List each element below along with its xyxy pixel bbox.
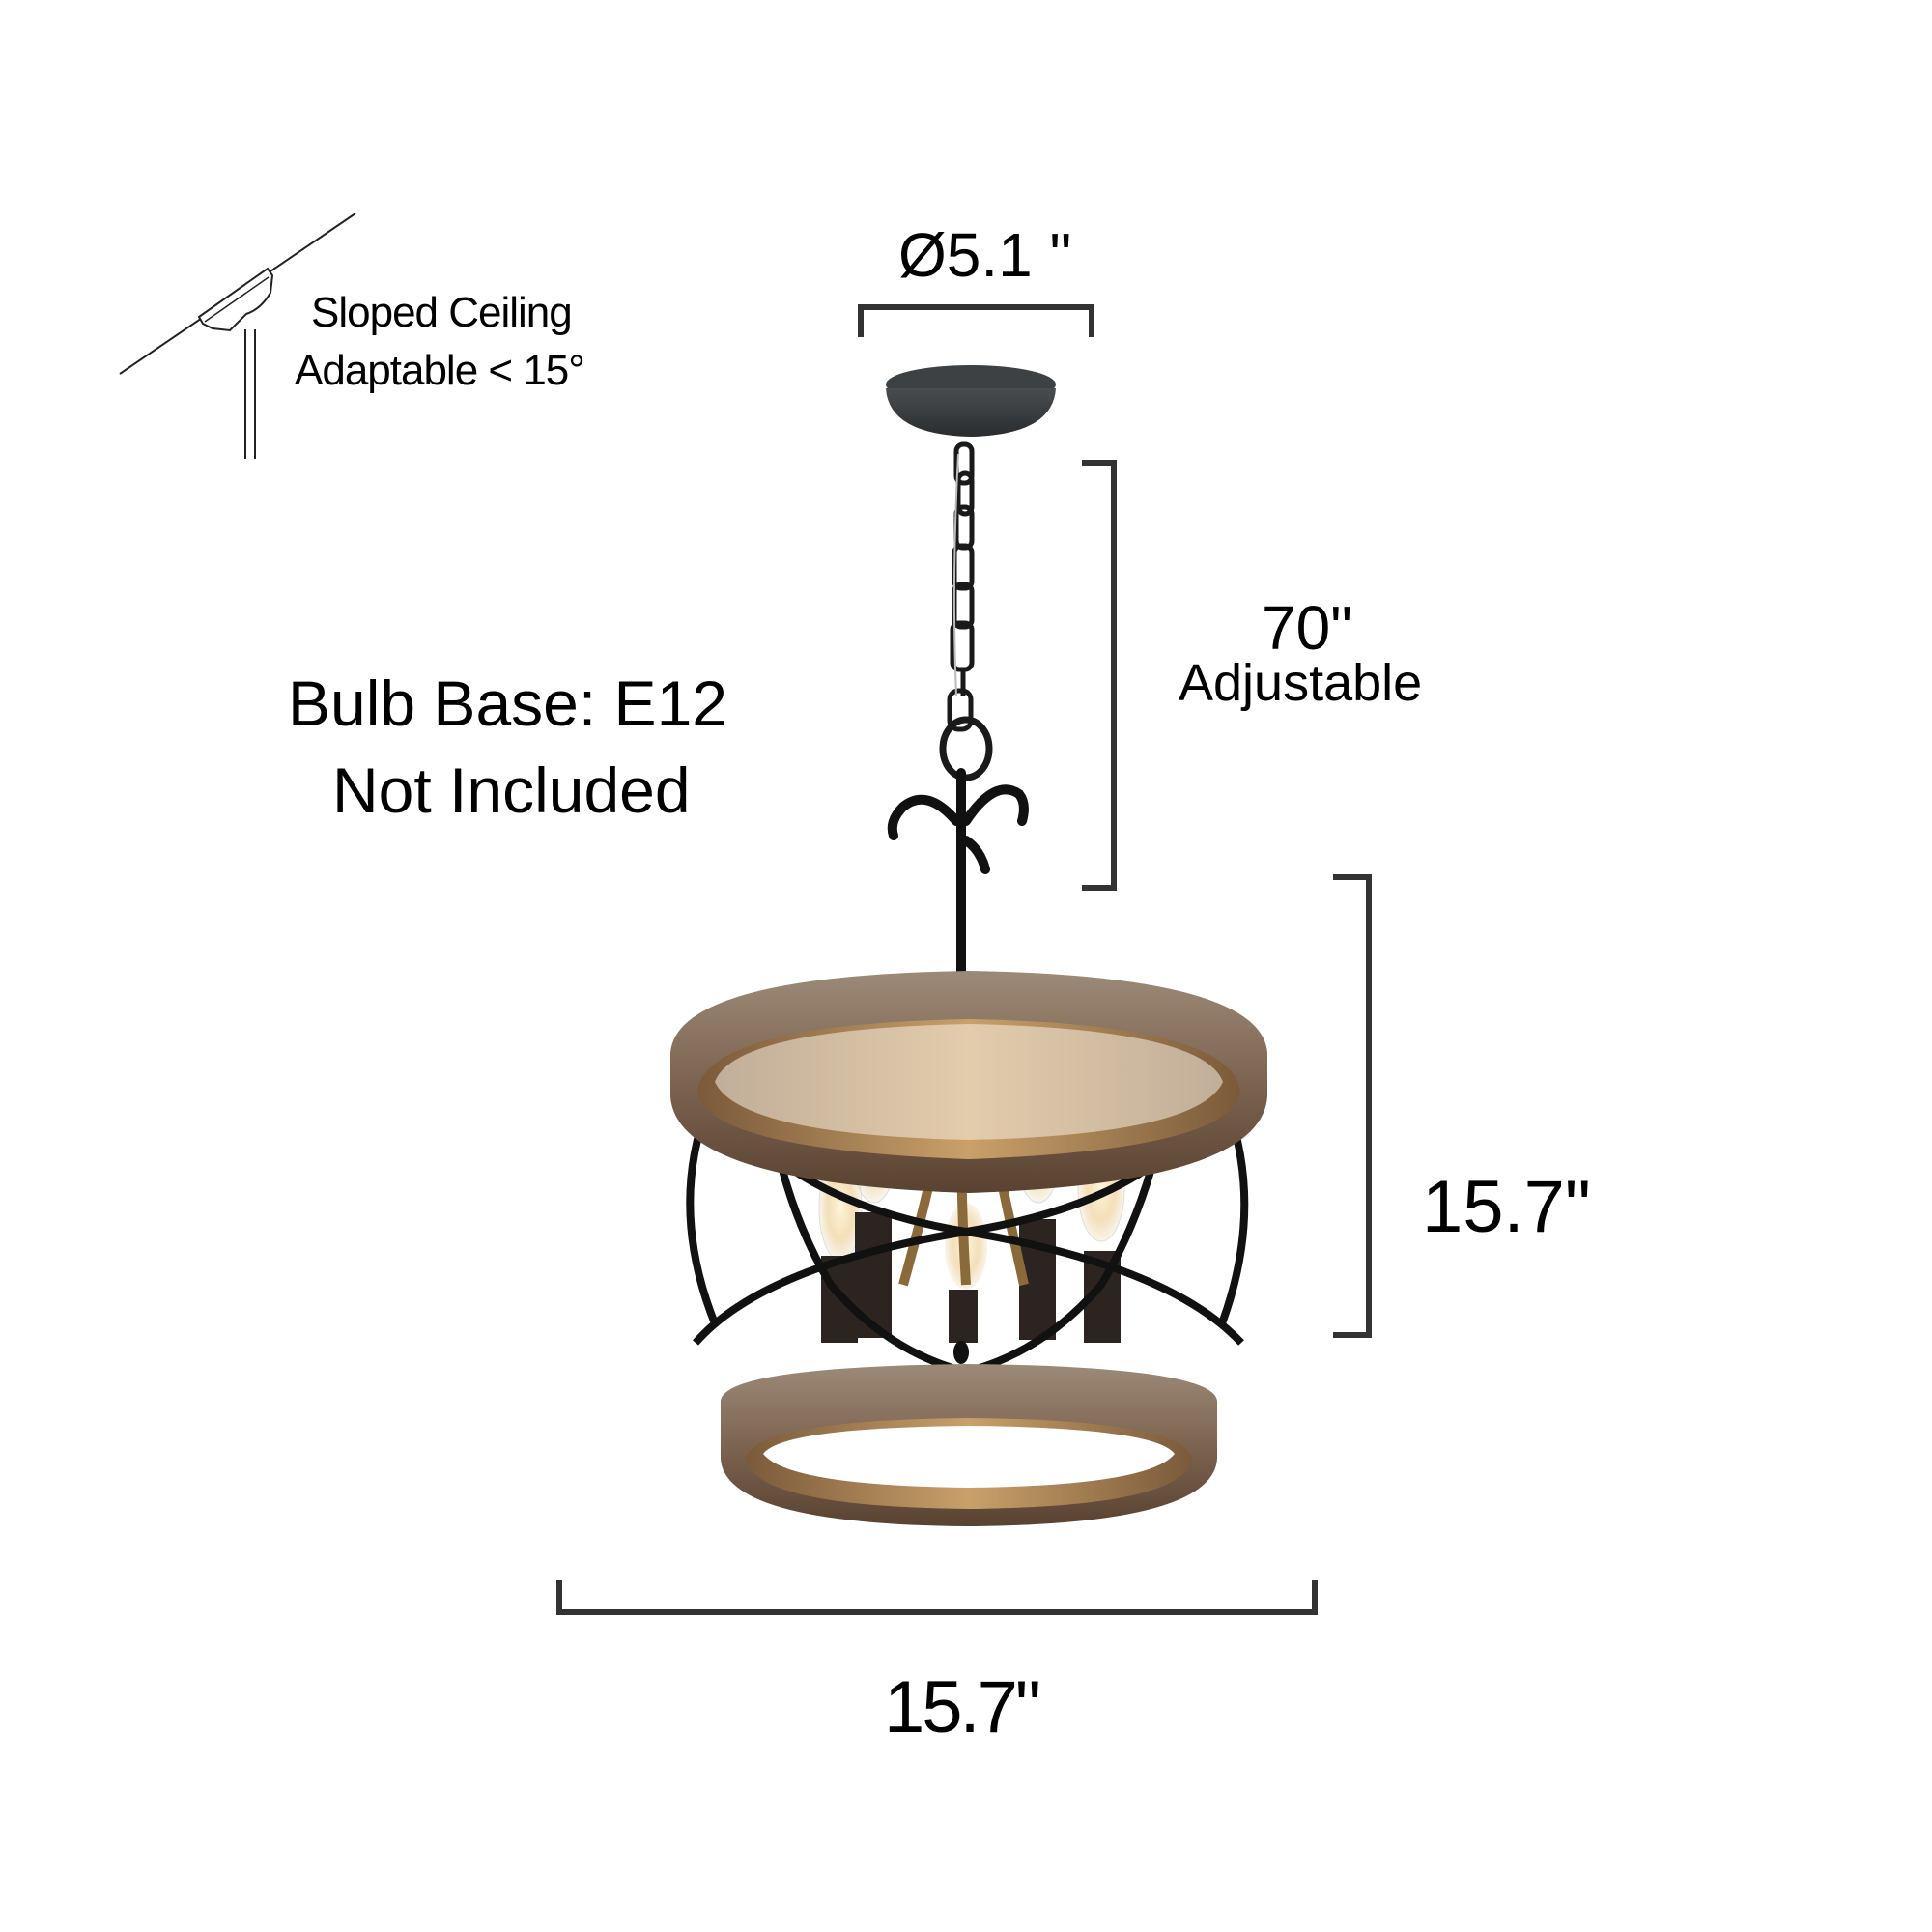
canopy-dimension-bracket xyxy=(858,304,1094,337)
width-dimension-bracket xyxy=(556,1580,1318,1615)
chain-dimension-value: 70" xyxy=(1262,593,1352,663)
bulb-note-line1: Bulb Base: E12 xyxy=(288,668,727,739)
width-dimension-label: 15.7" xyxy=(884,1666,1041,1748)
slope-note-line2: Adaptable < 15° xyxy=(295,347,585,394)
canopy-dimension-label: Ø5.1 " xyxy=(898,220,1072,290)
chain-dimension-bracket xyxy=(1082,460,1117,891)
bulb-note-line2: Not Included xyxy=(332,754,691,826)
height-dimension-label: 15.7" xyxy=(1422,1166,1591,1248)
sloped-ceiling-icon xyxy=(116,208,367,464)
slope-note-line1: Sloped Ceiling xyxy=(311,289,573,336)
height-dimension-bracket xyxy=(1333,874,1372,1338)
chain-dimension-note: Adjustable xyxy=(1179,654,1423,712)
